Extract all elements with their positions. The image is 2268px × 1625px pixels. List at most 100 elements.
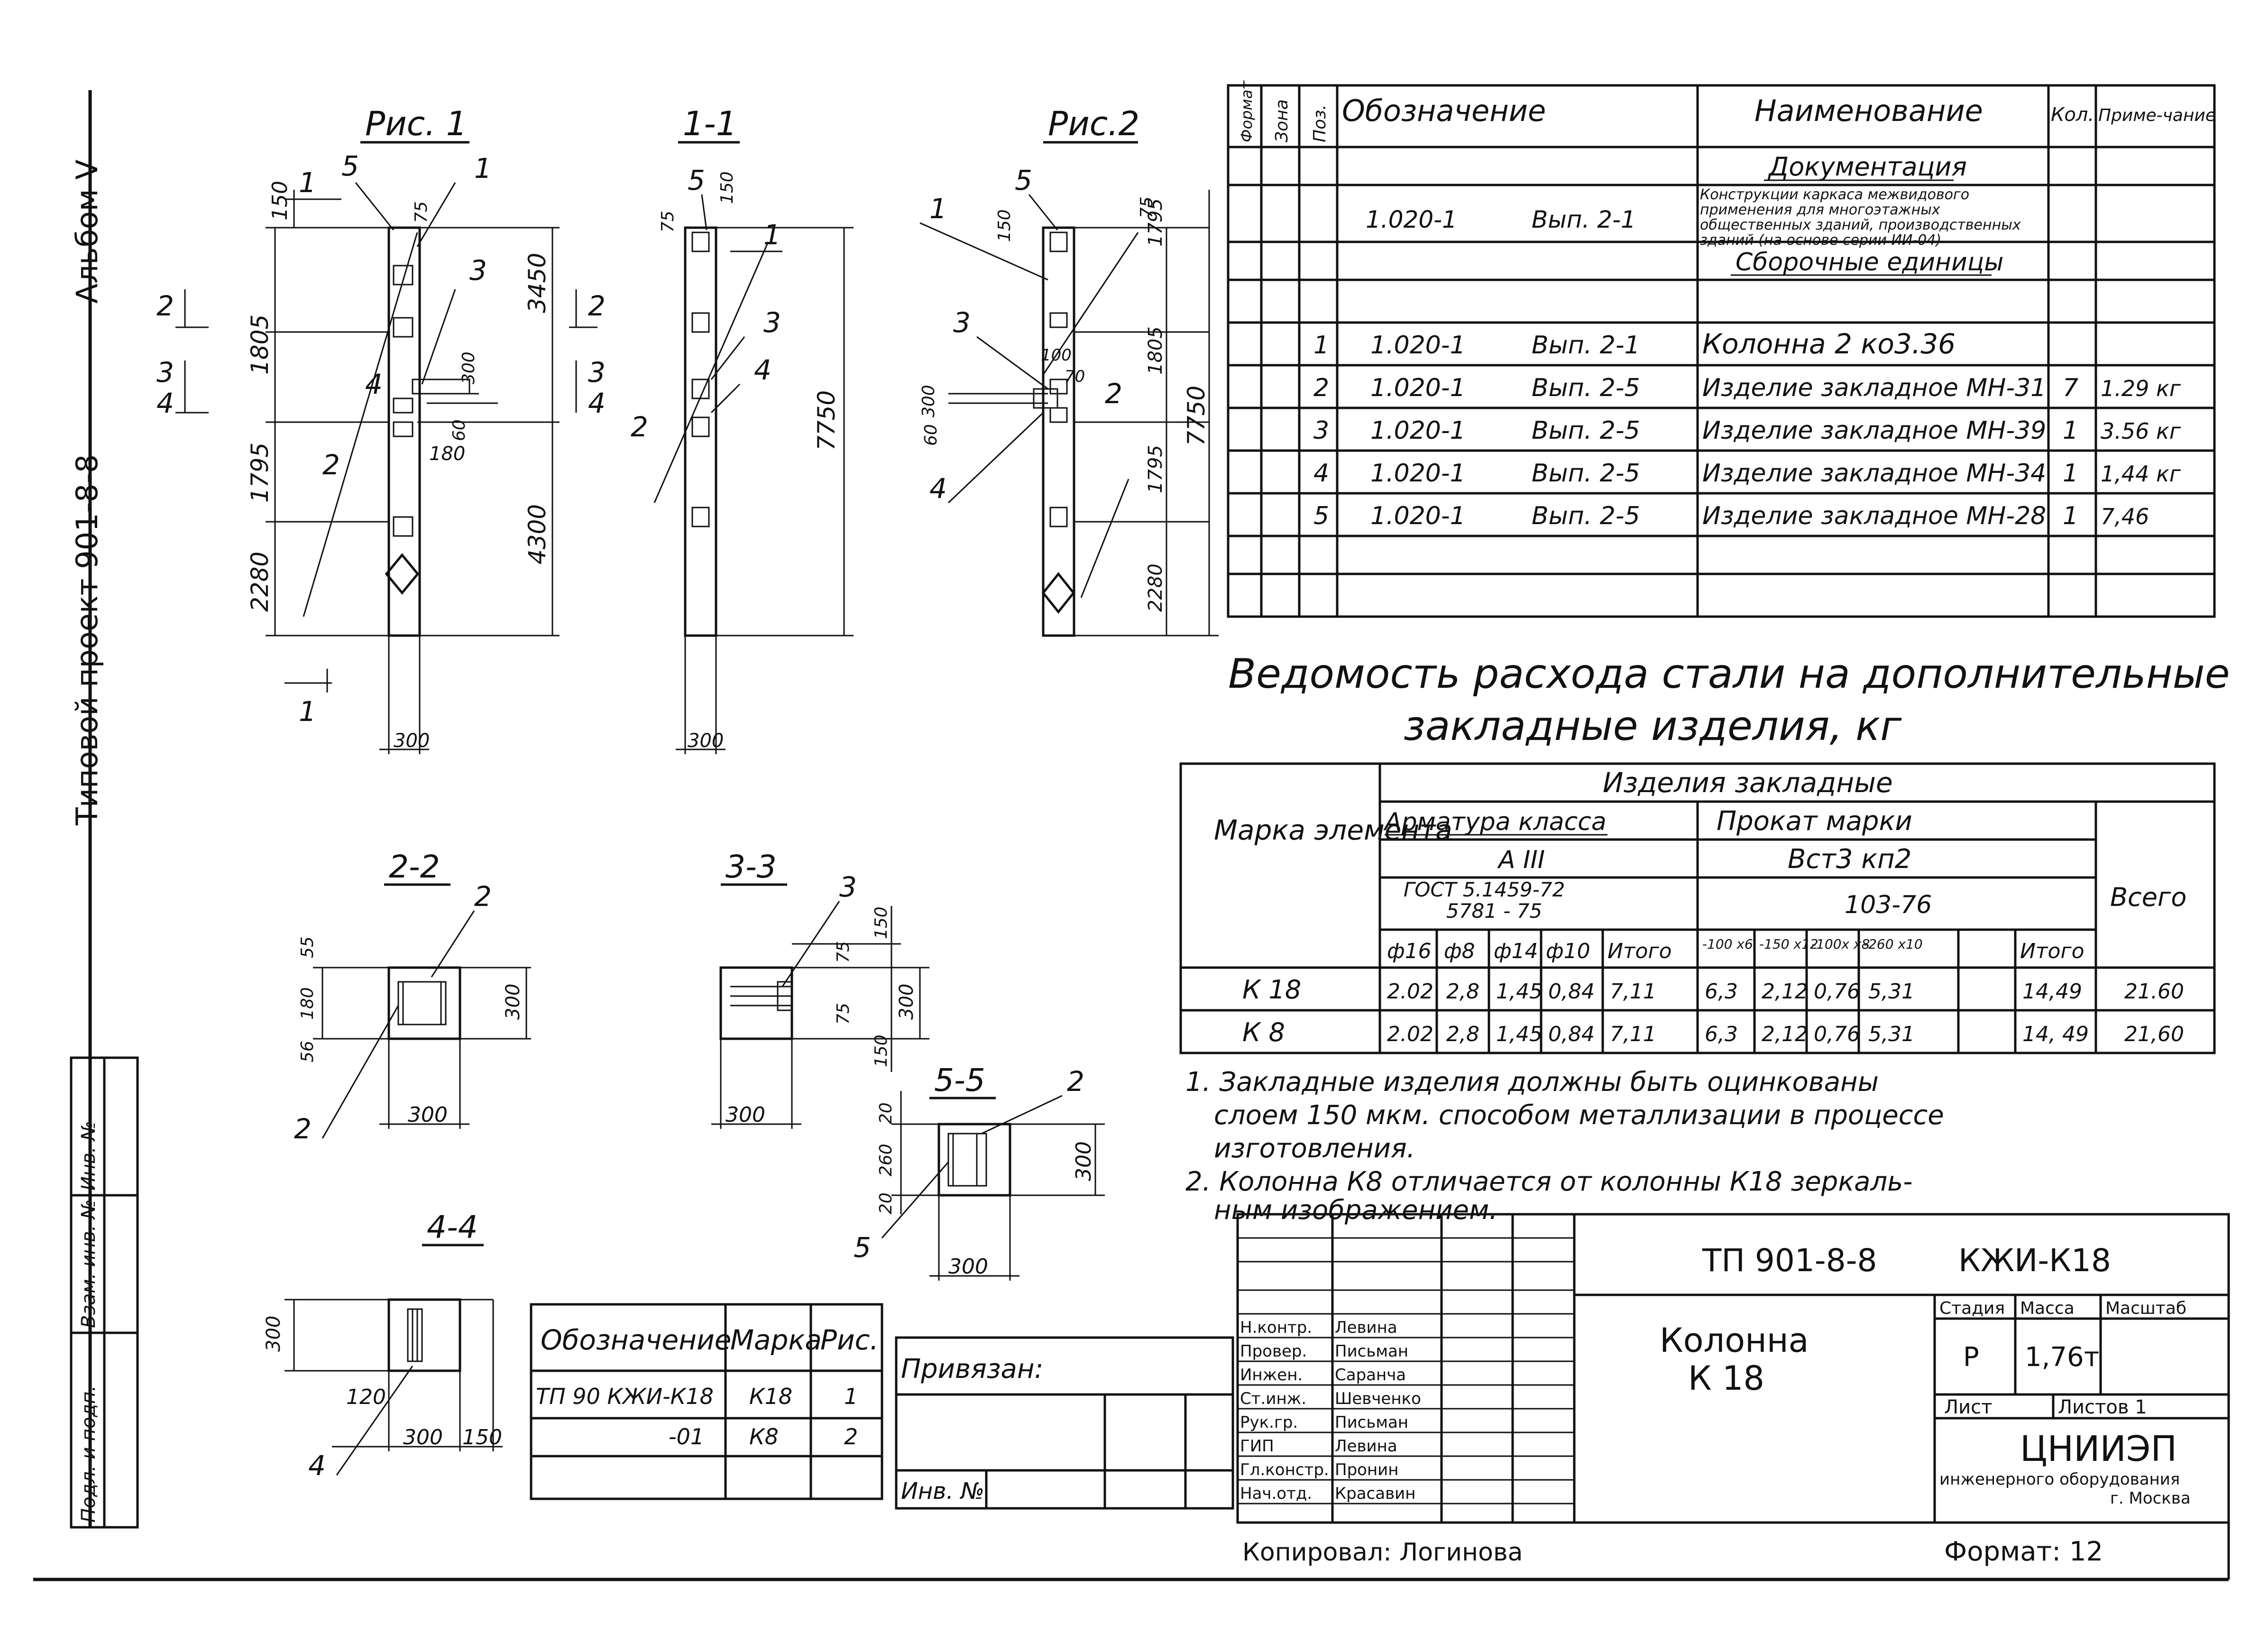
fig1-dim-180: 180 [429, 443, 465, 465]
fig2-dim-150: 150 [995, 209, 1014, 242]
steel-r1-v1: 2,8 [1446, 979, 1479, 1004]
name-6: Левина [1335, 1437, 1397, 1456]
fig2-callout-3: 3 [953, 306, 971, 339]
fig2-callout-4: 4 [929, 472, 947, 505]
title-block: Н.контр. Левина Провер. Письман Инжен. С… [1236, 1213, 2230, 1524]
steel-r2-v3: 0,84 [1548, 1022, 1595, 1046]
s33-dim-300-v: 300 [896, 984, 918, 1020]
name-3: Саранча [1335, 1366, 1406, 1385]
steel-r1-total: 21.60 [2124, 979, 2184, 1004]
cut-2-right: 2 [588, 290, 606, 322]
steel-rolled: Прокат марки [1717, 806, 1912, 837]
steel-r2-v4: 7,11 [1610, 1022, 1656, 1046]
s22-callout-2a: 2 [474, 880, 492, 913]
marks-r1-fig: 1 [844, 1384, 858, 1409]
tb-mass: 1,76т [2025, 1342, 2099, 1373]
steel-group: Изделия закладные [1603, 766, 1893, 799]
marks-h-fig: Рис. [820, 1324, 879, 1356]
tb-sheet-label: Лист [1944, 1396, 1992, 1418]
steel-r2-v5: 6,3 [1705, 1022, 1738, 1046]
fig2-dim-2280: 2280 [1145, 563, 1166, 612]
s33-title: 3-3 [725, 849, 777, 885]
name-8: Красавин [1335, 1484, 1415, 1503]
fig2-callout-5: 5 [1015, 164, 1032, 196]
spec-r3-note: 3.56 кг [2101, 418, 2181, 444]
steel-r1-v7: 0,76 [1814, 979, 1860, 1004]
spec-r2-name: Изделие закладное МН-31 [1702, 374, 2046, 402]
steel-title-1: Ведомость расхода стали на дополнительны… [1228, 650, 2230, 698]
steel-r1-v10: 14,49 [2022, 979, 2082, 1004]
cut-4-right: 4 [588, 387, 606, 419]
s22-dim-55: 55 [298, 936, 317, 958]
steel-sh-2: ф14 [1494, 939, 1538, 963]
s33-dim-150a: 150 [872, 906, 891, 939]
s44-dim-120: 120 [346, 1385, 386, 1409]
s33-dim-75a: 75 [834, 941, 853, 963]
fig1-cut-1-bottom: 1 [299, 695, 316, 728]
s44-dim-300-h: 300 [403, 1425, 443, 1450]
role-5: Рук.гр. [1240, 1413, 1298, 1432]
marks-h-mark: Марка [730, 1324, 822, 1356]
role-1: Н.контр. [1240, 1318, 1312, 1337]
role-6: ГИП [1240, 1437, 1274, 1456]
steel-sh-1: ф8 [1444, 939, 1475, 963]
tb-project: ТП 901-8-8 [1702, 1242, 1877, 1279]
name-5: Письман [1335, 1413, 1408, 1432]
marks-r2-mark: К8 [749, 1424, 779, 1450]
spec-asm-header: Сборочные единицы [1735, 248, 2003, 277]
steel-r2-total: 21,60 [2124, 1022, 2184, 1046]
sec11-dim-75: 75 [658, 211, 678, 232]
s44-dim-300-v: 300 [263, 1316, 285, 1352]
steel-r2-v0: 2.02 [1387, 1022, 1433, 1046]
cut-4-left: 4 [156, 387, 174, 419]
spec-r2-code: 1.020-1 [1370, 374, 1466, 402]
spec-r5-note: 7,46 [2101, 504, 2149, 529]
s22-dim-300-v: 300 [502, 984, 524, 1020]
sec11-dim-300: 300 [688, 730, 724, 752]
role-2: Провер. [1240, 1342, 1307, 1361]
fig2-dim-1795b: 1795 [1145, 445, 1166, 493]
name-2: Письман [1335, 1342, 1408, 1361]
stamp-col-2: Взам. инв. № [78, 1199, 100, 1328]
section-4-4: 4-4 300 120 300 150 4 [263, 1209, 503, 1482]
fig1-dim-75: 75 [412, 201, 431, 223]
spec-r2-issue: Вып. 2-5 [1532, 374, 1640, 402]
steel-r1-v8: 5,31 [1868, 979, 1915, 1004]
fig1-dim-1795: 1795 [246, 443, 274, 503]
note-line-3: изготовления. [1214, 1133, 1415, 1164]
sec11-callout-4: 4 [754, 354, 771, 386]
note-line-4: 2. Колонна К8 отличается от колонны К18 … [1185, 1166, 1912, 1197]
spec-r5-pos: 5 [1313, 502, 1329, 530]
privyazan-label: Привязан: [901, 1354, 1043, 1385]
steel-r2-v8: 5,31 [1868, 1022, 1915, 1046]
spec-r3-issue: Вып. 2-5 [1532, 416, 1640, 445]
tb-mass-label: Масса [2020, 1299, 2075, 1318]
steel-sh-8: -260 x10 [1864, 936, 1923, 952]
s55-dim-20b: 20 [876, 1192, 896, 1214]
spec-r1-name: Колонна 2 ко3.36 [1702, 328, 1956, 360]
fig1-callout-1: 1 [474, 152, 492, 185]
steel-armature: Арматура класса [1383, 808, 1607, 836]
steel-arm-gost: 5781 - 75 [1446, 899, 1542, 923]
sec11-title: 1-1 [683, 104, 737, 143]
steel-r2-v6: 2,12 [1762, 1022, 1808, 1046]
s55-callout-2: 2 [1067, 1065, 1084, 1098]
s22-dim-56: 56 [298, 1041, 317, 1062]
privyazan-block: Привязан: Инв. № [895, 1336, 1234, 1510]
steel-r2-v1: 2,8 [1446, 1022, 1479, 1046]
s55-title: 5-5 [934, 1062, 985, 1099]
spec-r4-pos: 4 [1313, 459, 1329, 488]
fig1-callout-4: 4 [365, 368, 383, 400]
s55-dim-300-v: 300 [1072, 1141, 1096, 1181]
spec-r5-issue: Вып. 2-5 [1532, 502, 1640, 530]
fig1-dim-300b: 300 [459, 351, 478, 384]
stamp-col-3: Инв. № [78, 1121, 100, 1191]
name-4: Шевченко [1335, 1389, 1421, 1408]
format-label: Формат: 12 [1944, 1536, 2103, 1567]
spec-h-code: Обозначение [1342, 93, 1546, 128]
s55-dim-300-h: 300 [948, 1255, 988, 1279]
fig2-callout-2: 2 [1105, 378, 1122, 410]
fig1-callout-5: 5 [341, 150, 359, 182]
steel-r2-v10: 14, 49 [2022, 1022, 2089, 1046]
tb-sheet-code: КЖИ-К18 [1958, 1242, 2111, 1279]
